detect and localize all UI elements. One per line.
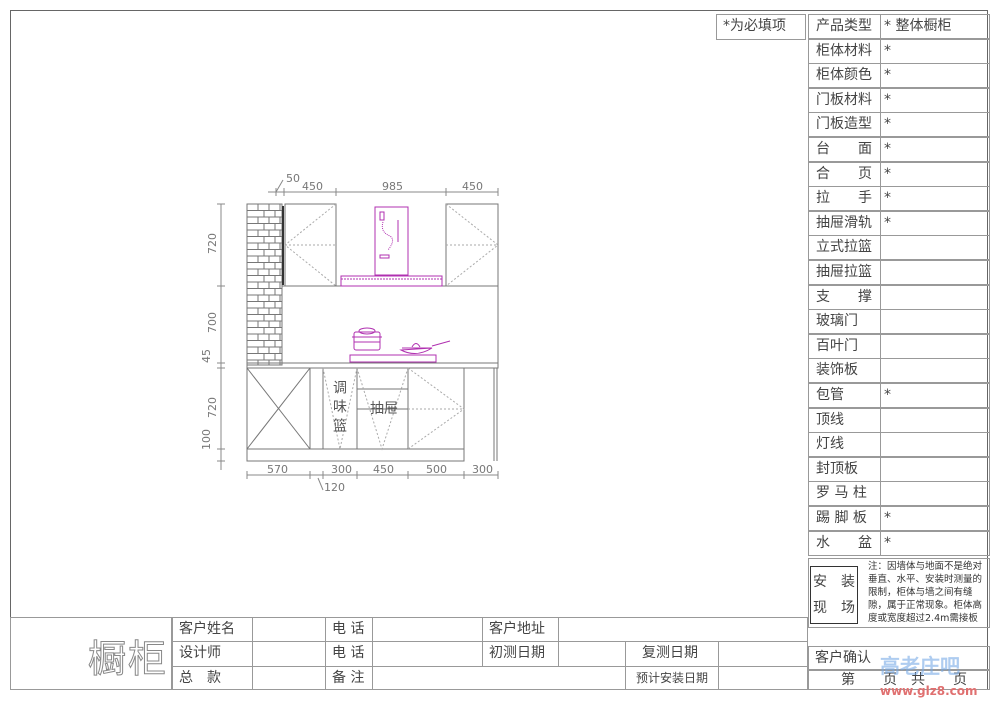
spec-value[interactable] (880, 481, 990, 507)
dim-bottom-300-right: 300 (472, 463, 493, 476)
dim-bottom-500: 500 (426, 463, 447, 476)
drawer-label: 抽屉 (370, 401, 398, 417)
dim-left-700: 700 (206, 312, 219, 333)
dim-top-50: 50 (286, 172, 300, 185)
customer-confirm[interactable]: 客户确认 (808, 646, 990, 670)
title-cell (10, 617, 172, 690)
spec-value[interactable] (880, 358, 990, 384)
range-hood (340, 206, 443, 287)
spec-value[interactable] (880, 432, 990, 458)
spec-value[interactable]: * (880, 112, 990, 138)
stove-with-pots (349, 327, 451, 363)
spice-basket-swing (322, 367, 358, 450)
dim-top-450-left: 450 (302, 180, 323, 193)
spec-value[interactable]: * (880, 186, 990, 212)
watermark-url: www.glz8.com (880, 684, 978, 698)
install-site-box: 安 装 现 场 (810, 566, 858, 624)
required-note: *为必填项 (716, 14, 806, 40)
fixed-panel-cross (246, 367, 311, 450)
spec-value[interactable] (880, 235, 990, 261)
spice-basket-label: 调味篮 (331, 380, 347, 437)
plinth (246, 448, 465, 462)
note-box (808, 558, 990, 628)
spec-value[interactable]: * (880, 87, 990, 113)
dim-left-100: 100 (200, 429, 213, 450)
dim-left-45: 45 (200, 349, 213, 363)
spec-value[interactable]: * (880, 506, 990, 531)
dim-bottom-570: 570 (267, 463, 288, 476)
dim-bottom-450: 450 (373, 463, 394, 476)
spec-value[interactable]: * (880, 161, 990, 187)
dim-left-720-lower: 720 (206, 397, 219, 418)
spec-value[interactable]: * (880, 137, 990, 162)
dim-top-450-right: 450 (462, 180, 483, 193)
page-label: 第 页 共 页 (808, 670, 990, 690)
dim-left-720-upper: 720 (206, 233, 219, 254)
spec-value[interactable]: * (880, 210, 990, 236)
dim-bottom-300: 300 (331, 463, 352, 476)
big-title: 橱柜 (87, 637, 169, 682)
spec-value[interactable] (880, 260, 990, 285)
spec-value[interactable] (880, 407, 990, 433)
door-swing (407, 367, 465, 450)
spec-value[interactable]: * (880, 530, 990, 556)
dim-top-985: 985 (382, 180, 403, 193)
watermark-logo: 高老庄吧 (880, 654, 960, 678)
spec-value[interactable]: * (880, 383, 990, 408)
spec-value[interactable] (880, 456, 990, 482)
brick-wall (247, 203, 282, 365)
install-date-field[interactable] (718, 666, 808, 690)
spec-value[interactable]: * (880, 63, 990, 89)
countertop (246, 362, 499, 369)
spec-value[interactable] (880, 333, 990, 359)
install-line1: 安 装 (813, 574, 855, 590)
spec-value[interactable] (880, 284, 990, 310)
base-cabinets (246, 367, 465, 450)
dim-bottom-120: 120 (324, 481, 345, 494)
dimension-lines (220, 179, 498, 491)
spec-value[interactable] (880, 309, 990, 335)
install-line2: 现 场 (813, 600, 855, 616)
spec-value[interactable]: * 整体橱柜 (880, 14, 990, 39)
door-swing (356, 367, 409, 451)
spec-value[interactable]: * (880, 38, 990, 64)
install-note: 注：因墙体与地面不是绝对垂直、水平、安装时测量的限制，柜体与墙之间有缝隙，属于正… (868, 561, 983, 624)
